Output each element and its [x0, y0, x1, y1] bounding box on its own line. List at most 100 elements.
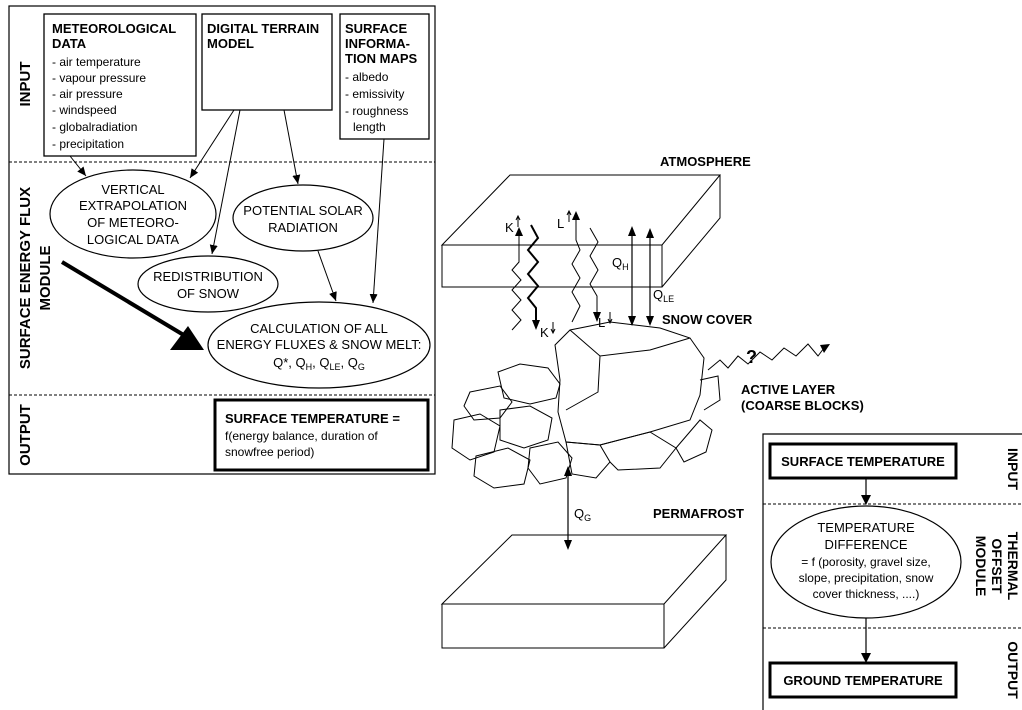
potential-solar-text: RADIATION [268, 220, 338, 235]
longwave-up-flux [571, 218, 581, 323]
right-section-module: MODULE [973, 536, 989, 597]
temperature-difference-text: DIFFERENCE [824, 537, 907, 552]
temperature-difference-text: slope, precipitation, snow [799, 571, 934, 585]
right-section-offset: OFFSET [989, 538, 1005, 594]
arrow-difference-to-ground-head [861, 653, 871, 663]
surface-temperature-output-line: f(energy balance, duration of [225, 429, 378, 443]
surface-energy-flux-panel: INPUT SURFACE ENERGY FLUX MODULE OUTPUT … [8, 5, 436, 475]
redistribution-of-snow-ellipse [137, 255, 279, 313]
flux-label-l-up: L [557, 216, 564, 231]
permafrost-label: PERMAFROST [653, 506, 744, 521]
vertical-extrapolation-text: OF METEORO- [87, 215, 179, 230]
temperature-difference-text: TEMPERATURE [817, 520, 915, 535]
calculation-ellipse [207, 301, 431, 389]
redistribution-text: REDISTRIBUTION [153, 269, 263, 284]
snow-cover-label: SNOW COVER [662, 312, 753, 327]
vertical-extrapolation-ellipse [49, 169, 217, 259]
right-section-thermal: THERMAL [1005, 532, 1021, 601]
vertical-extrapolation-text: EXTRAPOLATION [79, 198, 187, 213]
flux-label-qle: QLE [653, 287, 674, 304]
flux-arrow-k-down [550, 322, 556, 335]
sensible-heat-arrow-down [628, 316, 636, 326]
left-section-output: OUTPUT [17, 404, 34, 466]
potential-solar-text: POTENTIAL SOLAR [243, 203, 362, 218]
right-section-input: INPUT [1005, 448, 1021, 490]
arrow-terrain-to-redistribution [209, 109, 241, 255]
surface-info-title-1: SURFACE [345, 21, 407, 36]
active-layer-question-mark: ? [746, 347, 757, 367]
vertical-extrapolation-text: LOGICAL DATA [87, 232, 180, 247]
meteorological-data-box [43, 13, 197, 157]
surface-temperature-output-line: snowfree period) [225, 445, 314, 459]
shortwave-up-arrowhead [515, 227, 523, 236]
surface-temperature-output-title: SURFACE TEMPERATURE = [225, 411, 400, 426]
terrain-title-2: MODEL [207, 36, 254, 51]
latent-heat-arrow-up [646, 228, 654, 238]
active-layer-arrow [707, 343, 825, 371]
arrow-solar-to-calculation [317, 250, 337, 302]
latent-heat-arrow-down [646, 316, 654, 326]
meteorological-item: - air temperature [52, 55, 141, 69]
surface-info-item: length [353, 120, 386, 134]
calculation-text-2: ENERGY FLUXES & SNOW MELT: [217, 337, 422, 352]
big-arrow-head [170, 326, 204, 350]
atmosphere-label: ATMOSPHERE [660, 154, 751, 169]
flux-arrow-l-up [566, 209, 572, 222]
ground-heat-arrow-up [564, 466, 572, 476]
surface-info-title-3: TION MAPS [345, 51, 418, 66]
flux-label-qh: QH [612, 255, 629, 272]
digital-terrain-model-box [201, 13, 333, 111]
surface-info-item: - albedo [345, 70, 389, 84]
temperature-difference-text: cover thickness, ....) [813, 587, 920, 601]
vertical-extrapolation-text: VERTICAL [101, 182, 164, 197]
meteorological-title-1: METEOROLOGICAL [52, 21, 176, 36]
flux-arrow-l-down [607, 312, 613, 325]
terrain-title-1: DIGITAL TERRAIN [207, 21, 319, 36]
sensible-heat-arrow-up [628, 226, 636, 236]
meteorological-title-2: DATA [52, 36, 87, 51]
snow-permafrost-illustration: ATMOSPHERE K L K L QH QLE SNOW COVER [440, 154, 864, 649]
shortwave-down-flux [526, 224, 540, 322]
atmosphere-slab [440, 174, 722, 288]
meteorological-item: - globalradiation [52, 120, 137, 134]
shortwave-down-arrowhead [532, 320, 540, 330]
potential-solar-radiation-ellipse [232, 184, 374, 252]
arrow-surface-info-to-calculation [369, 138, 385, 304]
meteorological-item: - air pressure [52, 87, 123, 101]
surface-temperature-output-box [213, 398, 430, 472]
ground-heat-arrow-down [564, 540, 572, 550]
active-layer-label-1: ACTIVE LAYER [741, 382, 836, 397]
active-layer-label-2: (COARSE BLOCKS) [741, 398, 864, 413]
arrow-terrain-to-solar [283, 109, 301, 185]
surface-temperature-input-box [768, 442, 958, 480]
surface-info-item: - roughness [345, 104, 408, 118]
arrow-terrain-to-extrapolation [189, 109, 235, 179]
right-section-output: OUTPUT [1005, 641, 1021, 699]
shortwave-up-flux [511, 234, 522, 331]
left-section-input: INPUT [17, 62, 34, 107]
surface-info-title-2: INFORMA- [345, 36, 410, 51]
thermal-offset-panel: SURFACE TEMPERATURE TEMPERATURE DIFFEREN… [762, 433, 1022, 710]
arrow-meteo-to-extrapolation [69, 155, 87, 177]
flux-label-k-down: K [540, 325, 549, 340]
meteorological-item: - precipitation [52, 137, 124, 151]
surface-temperature-input-text: SURFACE TEMPERATURE [781, 454, 945, 469]
surface-info-item: - emissivity [345, 87, 404, 101]
big-arrow-shaft [60, 260, 194, 342]
redistribution-text: OF SNOW [177, 286, 240, 301]
flux-label-k-up: K [505, 220, 514, 235]
left-panel-frame [8, 5, 436, 475]
longwave-down-flux [589, 227, 599, 314]
longwave-down-arrowhead [593, 312, 601, 322]
calculation-text-1: CALCULATION OF ALL [250, 321, 388, 336]
meteorological-item: - windspeed [52, 103, 117, 117]
ground-temperature-box [768, 661, 958, 699]
ground-temperature-text: GROUND TEMPERATURE [783, 673, 943, 688]
flux-label-qg: QG [574, 506, 591, 523]
active-layer-arrowhead [820, 344, 830, 353]
longwave-up-arrowhead [572, 211, 580, 220]
meteorological-item: - vapour pressure [52, 71, 146, 85]
coarse-blocks-illustration [451, 321, 721, 489]
flux-label-l-down: L [598, 315, 605, 330]
